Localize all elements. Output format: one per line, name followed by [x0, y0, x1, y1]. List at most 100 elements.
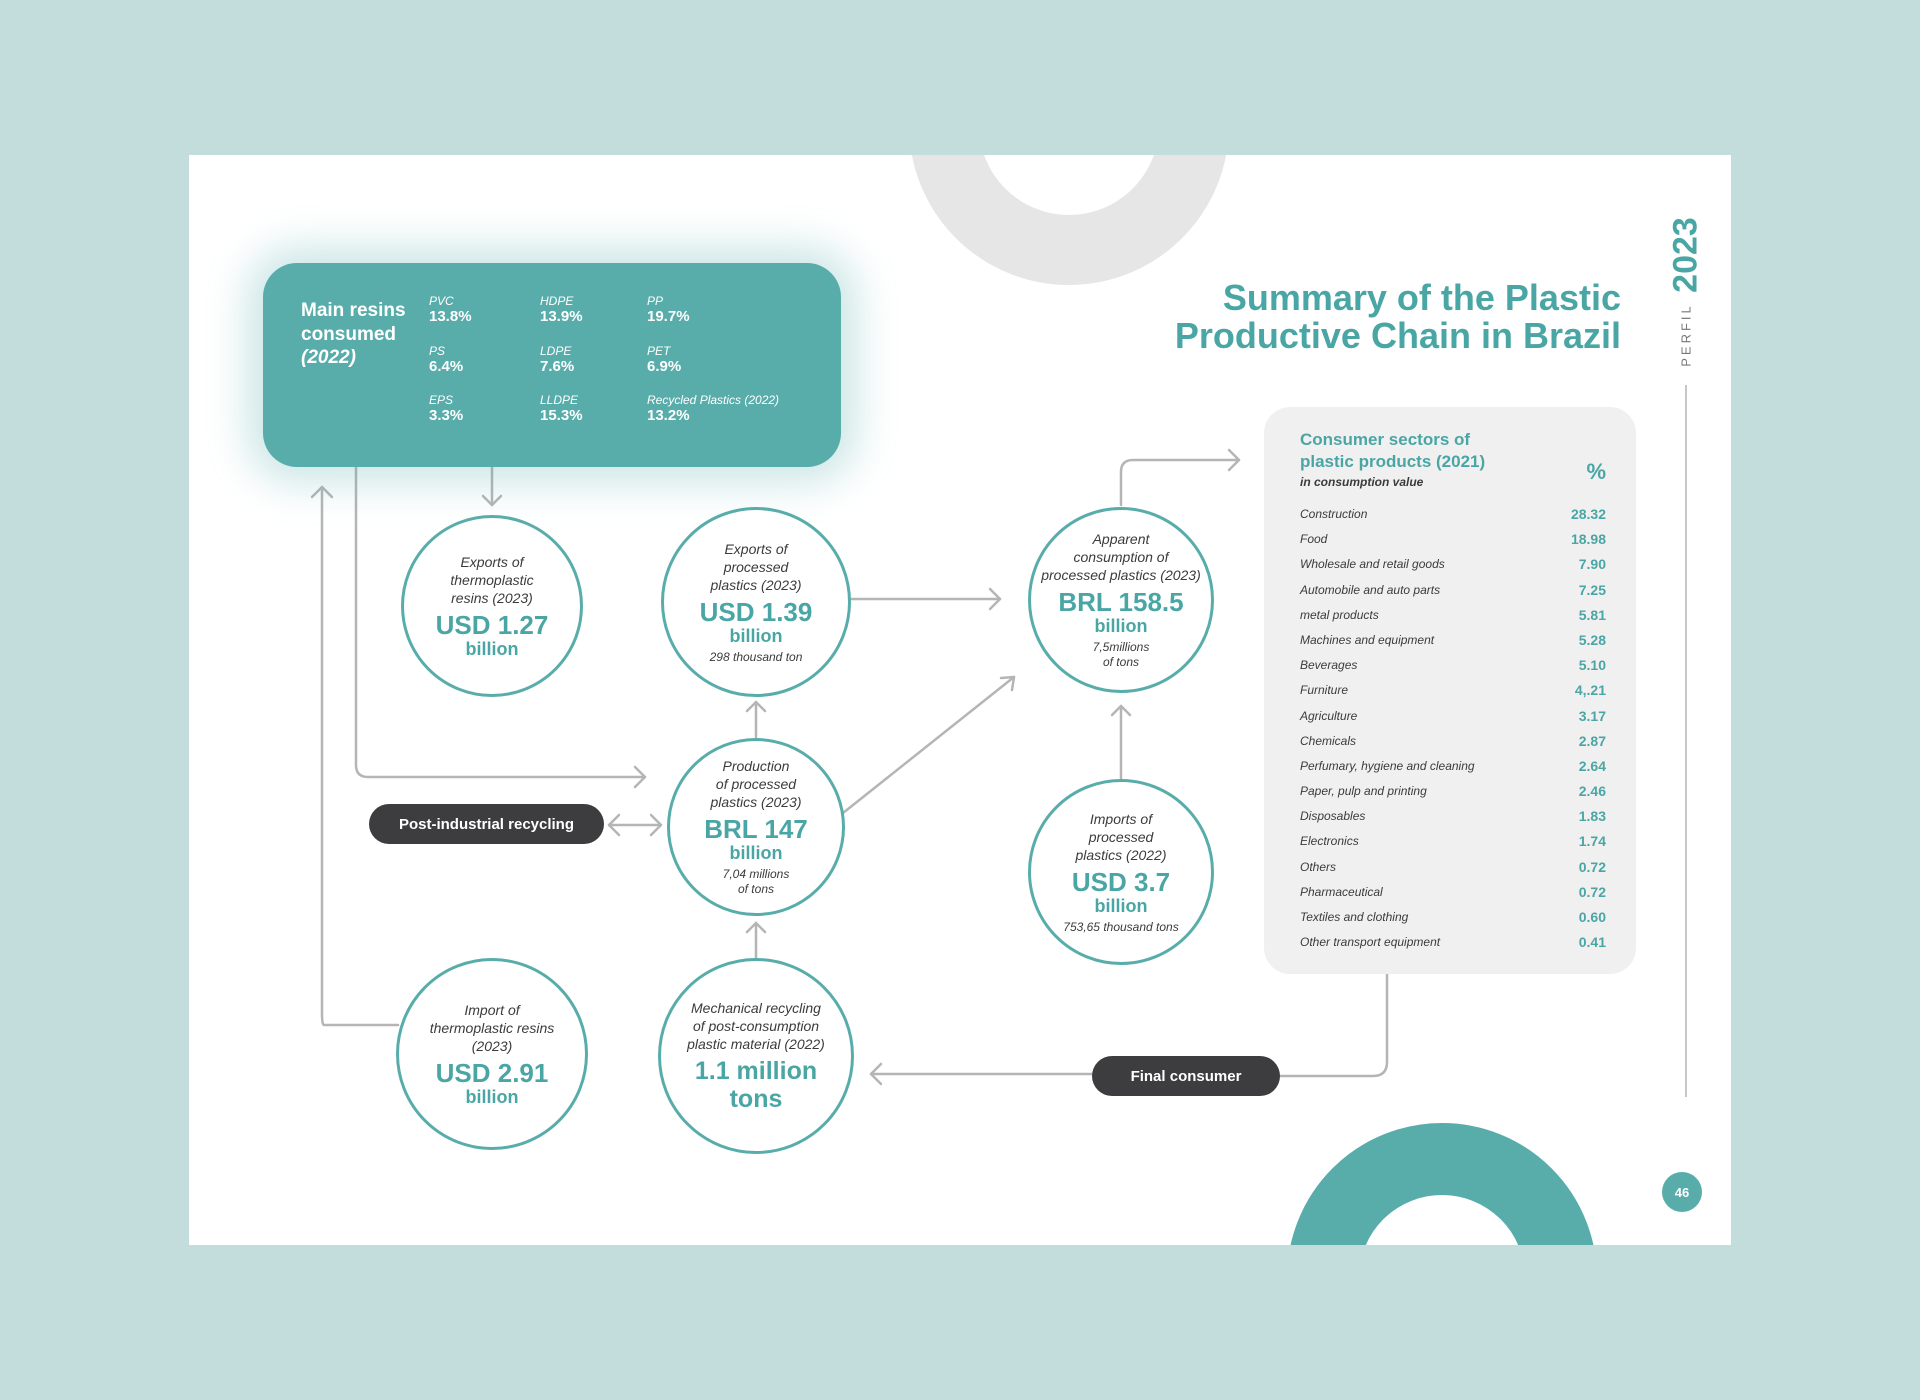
sector-name: Machines and equipment [1300, 632, 1435, 647]
sector-row: Automobile and auto parts 7.25 [1300, 580, 1606, 605]
sector-value: 5.81 [1578, 606, 1606, 623]
node-production: Production of processed plastics (2023) … [667, 738, 845, 916]
sector-value: 0.72 [1578, 883, 1606, 900]
resin-item: Recycled Plastics (2022) 13.2% [647, 393, 779, 425]
resin-name: EPS [429, 393, 454, 407]
node-label: Exports of processed plastics (2023) [710, 540, 802, 593]
node-label: Exports of thermoplastic resins (2023) [450, 554, 534, 606]
sector-name: Paper, pulp and printing [1300, 784, 1427, 799]
sector-value: 18.98 [1570, 531, 1606, 548]
node-label: Imports of processed plastics (2022) [1075, 810, 1167, 863]
node-value: 1.1 million tons [694, 1057, 818, 1113]
node-value: USD 1.27 [435, 610, 549, 640]
sector-name: Others [1300, 859, 1337, 874]
sector-value: 3.17 [1578, 707, 1606, 724]
node-unit: billion [1094, 616, 1148, 636]
node-unit: billion [729, 625, 783, 646]
resin-value: 19.7% [647, 308, 690, 325]
sector-row: Food 18.98 [1300, 529, 1606, 554]
sector-value: 7.25 [1578, 581, 1606, 598]
side-year: 2023 [1666, 205, 1706, 305]
node-value: USD 2.91 [435, 1058, 549, 1088]
sectors-unit: % [1586, 459, 1606, 484]
sector-value: 4,.21 [1574, 682, 1606, 699]
sector-row: Paper, pulp and printing 2.46 [1300, 781, 1606, 806]
sector-name: Automobile and auto parts [1300, 582, 1441, 597]
arrowhead [1227, 448, 1241, 472]
sector-name: Disposables [1300, 809, 1366, 824]
sector-row: Perfumary, hygiene and cleaning 2.64 [1300, 756, 1606, 781]
side-year-text: 2023 [1666, 217, 1705, 293]
arrowhead [310, 485, 334, 499]
sector-name: Perfumary, hygiene and cleaning [1300, 758, 1475, 773]
resin-value: 7.6% [540, 358, 575, 375]
arrowhead [745, 921, 767, 934]
sector-name: Construction [1300, 507, 1368, 521]
node-label: Apparent consumption of processed plasti… [1041, 531, 1201, 583]
resin-value: 6.9% [647, 358, 682, 375]
connector-production-to-apparent [841, 675, 1016, 815]
resin-value: 13.8% [429, 308, 472, 325]
connector-apparent-out [1119, 458, 1241, 507]
connector-sectors-to-consumer [1277, 972, 1389, 1078]
sector-value: 7.90 [1578, 556, 1606, 573]
resin-name: HDPE [540, 294, 574, 308]
flow-connectors [310, 448, 1389, 1086]
resin-value: 15.3% [540, 407, 583, 424]
arrowhead [649, 813, 663, 837]
node-label: Production of processed plastics (2023) [710, 758, 802, 810]
resin-item: EPS 3.3% [429, 393, 463, 425]
resin-value: 3.3% [429, 407, 464, 424]
resins-title: Main resins consumed [301, 300, 406, 345]
sector-name: Agriculture [1300, 708, 1358, 723]
sector-value: 5.28 [1578, 631, 1606, 648]
resin-value: 13.9% [540, 308, 583, 325]
side-divider [1685, 385, 1687, 1097]
sector-value: 0.60 [1578, 909, 1606, 925]
sector-row: Textiles and clothing 0.60 [1300, 907, 1606, 932]
node-note: 298 thousand ton [709, 649, 803, 664]
sector-value: 0.41 [1578, 934, 1606, 951]
sector-row: Machines and equipment 5.28 [1300, 630, 1606, 655]
consumer-sectors-panel: Consumer sectors of plastic products (20… [1264, 407, 1636, 974]
resins-year: (2022) [301, 347, 356, 368]
sector-row: Agriculture 3.17 [1300, 706, 1606, 731]
node-unit: billion [465, 1087, 519, 1107]
resin-name: LDPE [540, 344, 572, 358]
arrowhead [1110, 704, 1132, 717]
final-consumer-label: Final consumer [1092, 1056, 1280, 1096]
resin-name: PVC [429, 294, 454, 308]
connector-resins-to-production [354, 465, 647, 779]
sector-value: 2.64 [1578, 757, 1606, 774]
resin-item: PET 6.9% [647, 344, 681, 376]
resin-name: PS [429, 344, 446, 358]
sector-value: 0.72 [1578, 858, 1606, 875]
sector-name: Textiles and clothing [1300, 910, 1409, 924]
resin-item: LDPE 7.6% [540, 344, 574, 376]
sector-value: 2.46 [1578, 783, 1606, 800]
arrowhead [607, 813, 621, 837]
sector-name: Other transport equipment [1300, 935, 1441, 950]
resin-name: PP [647, 294, 664, 308]
sector-name: Furniture [1300, 683, 1349, 698]
sector-name: Food [1300, 532, 1328, 547]
resin-item: HDPE 13.9% [540, 294, 583, 326]
sector-row: Furniture 4,.21 [1300, 680, 1606, 705]
node-value: BRL 147 [704, 814, 808, 844]
node-import-thermoplastic: Import of thermoplastic resins (2023) US… [396, 958, 588, 1150]
arrowhead [999, 675, 1016, 692]
report-page: Main resins consumed (2022) PVC 13.8% HD… [189, 155, 1731, 1245]
node-unit: billion [465, 639, 519, 659]
node-note: 7,04 millions of tons [722, 867, 790, 896]
resin-name: LLDPE [540, 393, 579, 407]
resin-item: LLDPE 15.3% [540, 393, 583, 425]
node-label: Mechanical recycling of post-consumption… [687, 1000, 825, 1052]
sector-value: 2.87 [1578, 732, 1606, 749]
arrowhead [869, 1062, 883, 1086]
sector-row: Others 0.72 [1300, 857, 1606, 882]
